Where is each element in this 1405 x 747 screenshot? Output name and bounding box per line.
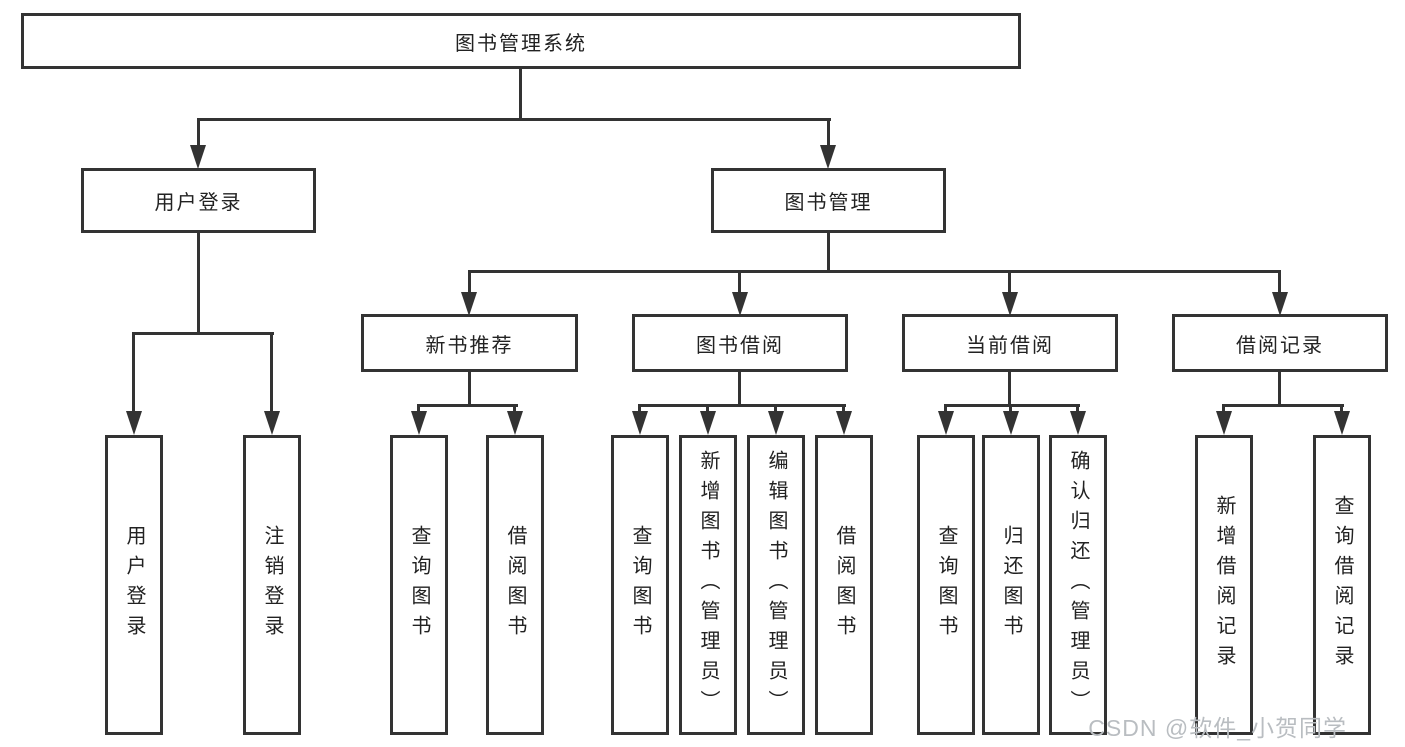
tree-connector-line	[1008, 270, 1011, 296]
tree-connector-line	[468, 372, 471, 407]
tree-connector-line	[738, 372, 741, 407]
arrow-down-icon	[1070, 411, 1086, 435]
tree-connector-line	[1224, 404, 1344, 407]
arrow-down-icon	[126, 411, 142, 435]
tree-connector-line	[827, 118, 830, 150]
csdn-watermark: CSDN @软件_小贺同学	[1088, 715, 1347, 741]
tree-connector-line	[1278, 372, 1281, 407]
node-label: 新书推荐	[425, 334, 514, 357]
node-label: 新增借阅记录	[1213, 495, 1235, 675]
node-user-login: 用户登录	[81, 168, 316, 233]
tree-connector-line	[197, 118, 200, 150]
node-label: 用户登录	[154, 192, 243, 214]
node-label: 借阅图书	[504, 525, 526, 645]
arrow-down-icon	[411, 411, 427, 435]
arrow-down-icon	[938, 411, 954, 435]
arrow-down-icon	[1272, 292, 1288, 316]
tree-connector-line	[946, 404, 1080, 407]
leaf-add-borrow-record: 新增借阅记录	[1195, 435, 1253, 735]
node-new-book-recommend: 新书推荐	[361, 314, 578, 372]
node-label: 注销登录	[261, 525, 283, 645]
tree-connector-line	[1278, 270, 1281, 296]
tree-connector-line	[134, 332, 274, 335]
arrow-down-icon	[732, 292, 748, 316]
leaf-query-books: 查询图书	[390, 435, 448, 735]
node-label: 编辑图书（管理员）	[765, 450, 787, 720]
leaf-edit-book-admin: 编辑图书（管理员）	[747, 435, 805, 735]
tree-connector-line	[1009, 404, 1012, 416]
node-current-borrow: 当前借阅	[902, 314, 1118, 372]
node-label: 新增图书（管理员）	[697, 450, 719, 720]
tree-connector-line	[469, 270, 1280, 273]
node-label: 图书管理	[784, 192, 873, 214]
tree-connector-line	[519, 69, 522, 121]
tree-connector-line	[638, 404, 641, 416]
leaf-return-books: 归还图书	[982, 435, 1040, 735]
leaf-borrow-books: 借阅图书	[815, 435, 873, 735]
tree-connector-line	[197, 233, 200, 334]
tree-connector-line	[419, 404, 518, 407]
arrow-down-icon	[1003, 411, 1019, 435]
leaf-logout: 注销登录	[243, 435, 301, 735]
tree-connector-line	[270, 332, 273, 414]
node-book-management: 图书管理	[711, 168, 946, 233]
arrow-down-icon	[820, 145, 836, 169]
leaf-query-books: 查询图书	[917, 435, 975, 735]
arrow-down-icon	[1334, 411, 1350, 435]
node-label: 查询图书	[935, 525, 957, 645]
tree-connector-line	[706, 404, 709, 416]
tree-connector-line	[944, 404, 947, 416]
arrow-down-icon	[1002, 292, 1018, 316]
tree-connector-line	[1222, 404, 1225, 416]
tree-connector-line	[738, 270, 741, 296]
arrow-down-icon	[190, 145, 206, 169]
node-label: 图书借阅	[696, 334, 784, 357]
tree-connector-line	[132, 332, 135, 414]
node-label: 查询图书	[408, 525, 430, 645]
tree-connector-line	[513, 404, 516, 416]
node-label: 查询图书	[629, 525, 651, 645]
tree-connector-line	[640, 404, 846, 407]
node-label: 当前借阅	[966, 334, 1054, 357]
arrow-down-icon	[632, 411, 648, 435]
leaf-query-borrow-record: 查询借阅记录	[1313, 435, 1371, 735]
arrow-down-icon	[507, 411, 523, 435]
leaf-confirm-return-admin: 确认归还（管理员）	[1049, 435, 1107, 735]
node-library-management-system: 图书管理系统	[21, 13, 1021, 69]
tree-connector-line	[197, 118, 831, 121]
leaf-add-book-admin: 新增图书（管理员）	[679, 435, 737, 735]
node-label: 图书管理系统	[455, 32, 587, 55]
arrow-down-icon	[264, 411, 280, 435]
tree-connector-line	[1076, 404, 1079, 416]
arrow-down-icon	[836, 411, 852, 435]
node-label: 借阅记录	[1236, 334, 1324, 357]
tree-connector-line	[417, 404, 420, 416]
arrow-down-icon	[1216, 411, 1232, 435]
tree-connector-line	[1340, 404, 1343, 416]
leaf-query-books: 查询图书	[611, 435, 669, 735]
arrow-down-icon	[700, 411, 716, 435]
arrow-down-icon	[461, 292, 477, 316]
tree-connector-line	[468, 270, 471, 296]
node-label: 归还图书	[1000, 525, 1022, 645]
node-label: 用户登录	[123, 525, 145, 645]
node-label: 确认归还（管理员）	[1067, 450, 1089, 720]
leaf-borrow-books: 借阅图书	[486, 435, 544, 735]
leaf-user-login: 用户登录	[105, 435, 163, 735]
tree-connector-line	[774, 404, 777, 416]
node-borrow-records: 借阅记录	[1172, 314, 1388, 372]
tree-connector-line	[842, 404, 845, 416]
tree-connector-line	[827, 233, 830, 272]
node-label: 查询借阅记录	[1331, 495, 1353, 675]
tree-connector-line	[1008, 372, 1011, 407]
arrow-down-icon	[768, 411, 784, 435]
node-label: 借阅图书	[833, 525, 855, 645]
node-book-borrow: 图书借阅	[632, 314, 848, 372]
